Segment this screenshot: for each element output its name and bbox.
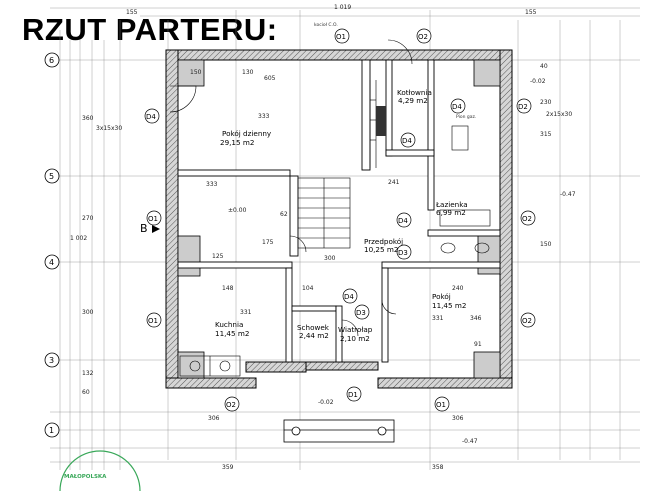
dim-inner-12: 175 <box>262 239 274 246</box>
dim-bottom-1: 306 <box>452 415 464 422</box>
dim-top-0: 1 019 <box>334 4 351 11</box>
marker-o2-right-lower: O2 <box>522 317 532 325</box>
dim-left-5: 60 <box>82 389 90 396</box>
marker-d3-left: D4 <box>146 113 156 121</box>
marker-d4-schowek: D4 <box>344 293 354 301</box>
dim-top-1: 155 <box>126 9 138 16</box>
room-name-kitchen: Kuchnia <box>215 320 243 329</box>
dim-inner-10: 62 <box>280 211 288 218</box>
dim-inner-0: 333 <box>258 113 270 120</box>
level-zero: ±0.00 <box>228 207 247 214</box>
axis-3: 3 <box>49 356 54 365</box>
section-arrow-icon <box>152 225 160 233</box>
note-boiler: kocioł C.O. <box>314 22 338 28</box>
marker-o1-top: O1 <box>336 33 346 41</box>
room-area-vestibule: 2,10 m2 <box>340 334 370 343</box>
room-area-boiler: 4,29 m2 <box>398 96 428 105</box>
dim-inner-5: 331 <box>432 315 444 322</box>
room-area-hall: 10,25 m2 <box>364 245 398 254</box>
stair-label-left: 3x15x30 <box>96 125 122 132</box>
dim-top-4: 155 <box>525 9 537 16</box>
dim-inner-3: 240 <box>452 285 464 292</box>
marker-d4-mid: D4 <box>402 137 412 145</box>
dim-right-3: 150 <box>540 241 552 248</box>
room-area-living: 29,15 m2 <box>220 138 254 147</box>
room-name-vestibule: Wiatrołap <box>338 325 373 334</box>
wall-marker-circles <box>144 28 536 412</box>
room-name-living: Pokój dzienny <box>222 129 272 138</box>
dim-bottom-3: 358 <box>432 464 444 471</box>
axis-4: 4 <box>49 258 54 267</box>
room-area-storage: 2,44 m2 <box>299 331 329 340</box>
grid-lines-horizontal <box>50 7 640 463</box>
dim-top-3: 130 <box>242 69 254 76</box>
note-shaft: Pion gaz. <box>456 114 476 120</box>
boiler-equipment <box>376 106 469 151</box>
dim-inner-7: 148 <box>222 285 234 292</box>
room-name-bedroom: Pokój <box>432 292 451 301</box>
marker-o1-bottom: O1 <box>436 401 446 409</box>
door-swings <box>169 39 413 337</box>
page-title: RZUT PARTERU: <box>22 12 278 47</box>
dim-right-2: 230 <box>540 99 552 106</box>
dim-inner-4: 331 <box>240 309 252 316</box>
dim-inner-1: 605 <box>264 75 276 82</box>
bathroom-fixtures <box>439 209 491 254</box>
marker-o2-right: O2 <box>522 215 532 223</box>
dim-inner-6: 346 <box>470 315 482 322</box>
marker-d4-lower: D4 <box>398 217 408 225</box>
stamp-circle-icon <box>59 450 141 491</box>
marker-d4-top: D4 <box>452 103 462 111</box>
room-name-boiler: Kotłownia <box>397 88 432 97</box>
room-name-storage: Schowek <box>297 323 330 332</box>
dim-bottom-0: 306 <box>208 415 220 422</box>
level-ground-bottom: -0.47 <box>462 438 478 445</box>
axis-circles <box>44 52 60 438</box>
marker-o1-left-lower: O1 <box>148 317 158 325</box>
dim-left-2: 1 002 <box>70 235 87 242</box>
level-terrace: -0.02 <box>530 78 546 85</box>
level-ground-right: -0.47 <box>560 191 576 198</box>
kitchen-fixtures <box>179 355 241 377</box>
marker-d3-mid: D3 <box>398 249 408 257</box>
dim-top-2: 150 <box>190 69 202 76</box>
grid-lines-vertical <box>59 10 621 470</box>
marker-o1-left: O1 <box>148 215 158 223</box>
marker-o2-bottom: O2 <box>226 401 236 409</box>
dim-inner-2: 333 <box>206 181 218 188</box>
dim-inner-14: 91 <box>474 341 482 348</box>
dim-left-4: 132 <box>82 370 94 377</box>
stamp-text: MAŁOPOLSKA <box>64 474 107 480</box>
marker-o2-top: O2 <box>418 33 428 41</box>
inner-walls <box>177 59 501 363</box>
stair-label-right: 2x15x30 <box>546 111 572 118</box>
dim-inner-13: 300 <box>324 255 336 262</box>
level-entrance: -0.02 <box>318 399 334 406</box>
dim-inner-8: 125 <box>212 253 224 260</box>
dim-left-0: 360 <box>82 115 94 122</box>
dim-left-1: 270 <box>82 215 94 222</box>
dim-bottom-2: 359 <box>222 464 234 471</box>
dim-right-0: 40 <box>540 63 548 70</box>
room-area-bedroom: 11,45 m2 <box>432 301 466 310</box>
room-name-hall: Przedpokój <box>364 237 403 246</box>
dim-inner-9: 241 <box>388 179 400 186</box>
room-name-bathroom: Łazienka <box>435 200 468 209</box>
axis-6: 6 <box>49 56 54 65</box>
room-area-kitchen: 11,45 m2 <box>215 329 249 338</box>
axis-1: 1 <box>49 426 54 435</box>
section-letter: B <box>140 222 148 235</box>
dim-right-1: 315 <box>540 131 552 138</box>
outer-walls <box>165 49 513 389</box>
entrance-steps <box>283 419 395 443</box>
dim-left-3: 300 <box>82 309 94 316</box>
dim-inner-11: 104 <box>302 285 314 292</box>
marker-d1-bottom: D1 <box>348 391 358 399</box>
axis-5: 5 <box>49 172 54 181</box>
marker-d3-wiatrolap: D3 <box>356 309 366 317</box>
room-area-bathroom: 6,99 m2 <box>436 208 466 217</box>
marker-d2-right: D2 <box>518 103 528 111</box>
